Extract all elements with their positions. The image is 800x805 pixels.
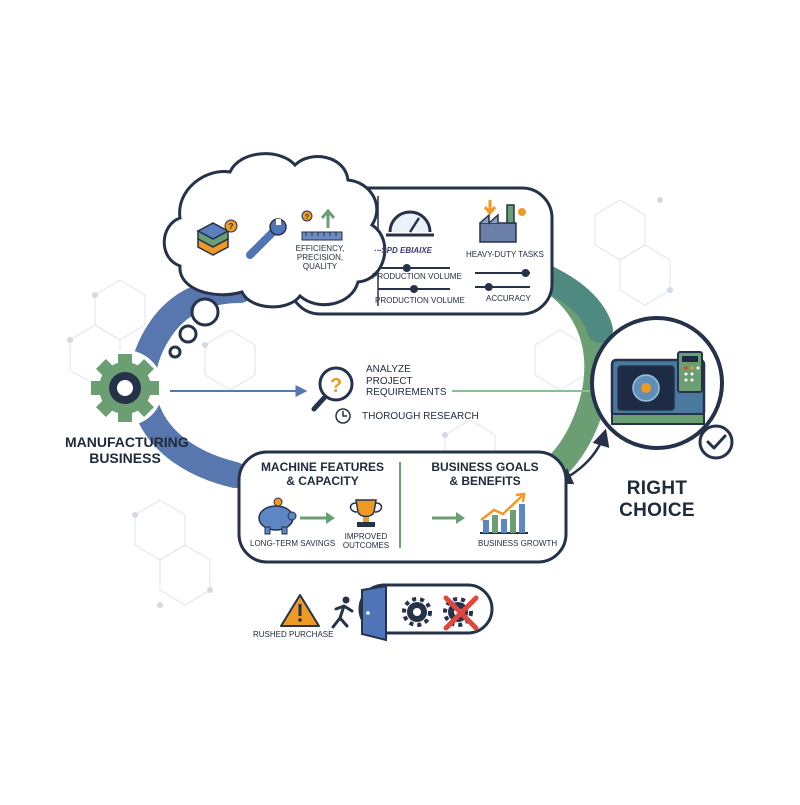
goals-heading: BUSINESS GOALS & BENEFITS	[431, 460, 539, 488]
question-badge-icon	[224, 219, 238, 233]
features-heading: MACHINE FEATURES & CAPACITY	[260, 460, 385, 488]
check-badge-icon	[698, 424, 734, 460]
garbled-spec-text: ·~SPD EBIAIXE	[374, 246, 433, 255]
door-icon	[361, 584, 387, 642]
cnc-machine-icon	[590, 316, 724, 450]
arrow-up-icon	[320, 208, 336, 228]
features-goals-panel	[237, 450, 568, 564]
gear-icon	[402, 597, 432, 627]
slider-knob-production-top[interactable]	[402, 264, 411, 272]
right-choice-label: RIGHT CHOICE	[619, 478, 695, 521]
svg-text:?: ?	[330, 375, 342, 397]
production-volume-top-label: PRODUCTION VOLUME	[372, 272, 462, 281]
red-x-icon	[443, 595, 479, 631]
savings-label: LONG-TERM SAVINGS	[250, 539, 336, 548]
magnifier-question-icon: ?	[311, 366, 354, 412]
material-layers-icon	[196, 222, 230, 256]
rushed-purchase-label: RUSHED PURCHASE	[253, 630, 334, 639]
outcomes-label: IMPROVED OUTCOMES	[342, 532, 390, 551]
thought-cloud: ? ?	[162, 152, 387, 359]
gauge-icon	[386, 210, 434, 237]
wrench-icon	[246, 218, 287, 259]
business-gear-icon	[87, 350, 163, 426]
loop-arc-blue	[129, 277, 253, 488]
slider-knob-production-bottom[interactable]	[410, 285, 418, 293]
warning-icon	[280, 594, 320, 627]
research-label: THOROUGH RESEARCH	[362, 411, 479, 422]
slider-knob-accuracy[interactable]	[484, 283, 493, 291]
efficiency-label: EFFICIENCY, PRECISION, QUALITY	[295, 244, 345, 272]
heavy-duty-label: HEAVY-DUTY TASKS	[466, 250, 544, 259]
slider-knob-heavy-duty[interactable]	[521, 269, 530, 277]
growth-chart-icon	[480, 492, 528, 534]
question-badge-small-icon	[301, 210, 313, 222]
growth-label: BUSINESS GROWTH	[478, 539, 558, 548]
trophy-icon	[349, 499, 383, 527]
ruler-icon	[301, 231, 343, 241]
production-volume-bottom-label: PRODUCTION VOLUME	[375, 296, 465, 305]
rushed-purchase-row	[280, 583, 494, 642]
factory-icon	[479, 200, 526, 243]
business-label: MANUFACTURING BUSINESS	[65, 434, 189, 467]
analyze-label: ANALYZE PROJECT REQUIREMENTS	[366, 364, 447, 398]
svg-text:?: ?	[229, 222, 234, 231]
accuracy-label: ACCURACY	[486, 294, 531, 303]
piggy-bank-icon	[258, 497, 297, 535]
clock-icon	[335, 408, 351, 424]
svg-text:?: ?	[305, 214, 309, 221]
running-person-icon	[331, 596, 354, 629]
